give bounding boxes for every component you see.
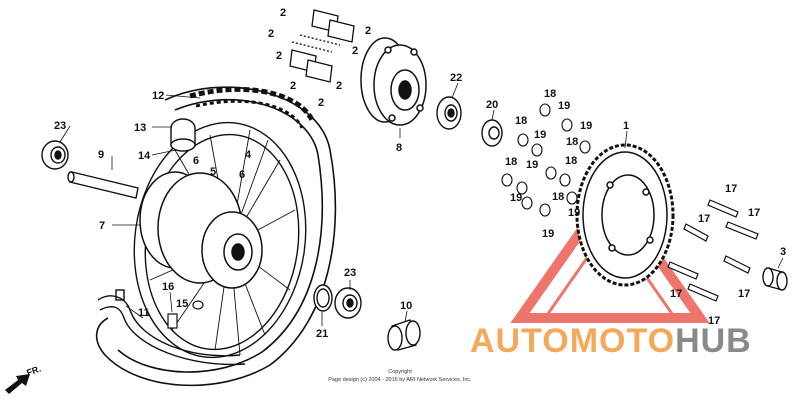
watermark-text: AUTOMOTOHUB: [470, 322, 752, 360]
callout-14: 14: [138, 150, 151, 162]
callout-20: 20: [486, 99, 498, 111]
bearing-left: [41, 140, 69, 170]
collar: [387, 319, 421, 351]
callout-10: 10: [400, 300, 412, 312]
callout-7: 7: [99, 220, 105, 232]
callout-9: 9: [98, 149, 104, 161]
rim-band: [97, 289, 246, 366]
callout-18-f: 18: [552, 191, 564, 203]
callout-6-b: 6: [239, 169, 245, 181]
callout-17-a: 17: [725, 183, 737, 195]
seal-and-bearing-lower: [313, 284, 362, 319]
callout-2-d: 2: [352, 45, 358, 57]
callout-19-c: 19: [580, 120, 592, 132]
callout-22: 22: [450, 72, 462, 84]
callout-2-g: 2: [336, 80, 342, 92]
callout-16: 16: [162, 281, 174, 293]
watermark-part-2: HUB: [675, 322, 752, 360]
brake-drum-hub: [139, 171, 263, 289]
callout-12: 12: [152, 90, 164, 102]
callout-4: 4: [245, 149, 252, 161]
front-direction-arrow: [5, 374, 30, 394]
callout-19-d: 19: [526, 159, 538, 171]
callout-19-g: 19: [542, 228, 554, 240]
valve-cap: [170, 118, 196, 152]
tire: [95, 86, 337, 387]
callout-2-b: 2: [365, 25, 371, 37]
dampers: [289, 9, 355, 83]
callout-17-d: 17: [670, 288, 682, 300]
leader-lines: [59, 82, 784, 326]
copyright-line-2: Page design (c) 2004 - 2016 by ARI Netwo…: [328, 377, 472, 383]
callout-17-c: 17: [748, 207, 760, 219]
watermark-part-1: AUTOMOTO: [470, 322, 675, 360]
callout-5: 5: [210, 166, 216, 178]
sprocket-bolts: [667, 199, 759, 302]
front-direction-label: FR.: [25, 364, 42, 378]
callout-1: 1: [623, 120, 629, 132]
callout-6-a: 6: [193, 155, 199, 167]
oil-seal-20: [481, 119, 503, 147]
callout-18-b: 18: [515, 115, 527, 127]
callout-13: 13: [134, 122, 146, 134]
callout-2-c: 2: [268, 28, 274, 40]
callout-15: 15: [176, 298, 188, 310]
callout-17-b: 17: [698, 213, 710, 225]
callout-17-e: 17: [738, 288, 750, 300]
collar-3: [762, 267, 788, 291]
callout-2-e: 2: [276, 50, 282, 62]
callout-23-lower: 23: [344, 267, 356, 279]
callout-2-h: 2: [318, 97, 324, 109]
sprocket-flange: [360, 37, 427, 126]
driven-sprocket: [575, 143, 675, 287]
sprocket-nuts: [501, 103, 591, 217]
callout-3: 3: [780, 246, 786, 258]
callout-8: 8: [396, 142, 402, 154]
bearing-22: [436, 96, 462, 130]
spoke-nut: [167, 300, 204, 329]
callout-23-left: 23: [54, 120, 66, 132]
axle: [67, 171, 139, 199]
callout-2-f: 2: [290, 80, 296, 92]
callout-19-f: 19: [568, 207, 580, 219]
copyright-line-1: Copyright: [388, 369, 412, 375]
callout-19-b: 19: [534, 129, 546, 141]
callout-2-a: 2: [280, 7, 286, 19]
callout-11: 11: [138, 307, 150, 319]
callout-19-a: 19: [558, 100, 570, 112]
callout-18-a: 18: [544, 88, 556, 100]
callout-labels: 2 2 2 2 2 2 2 2 12 23 13 9 14 6 4 5 6 7 …: [54, 7, 786, 340]
callout-18-d: 18: [505, 156, 517, 168]
callout-18-c: 18: [566, 136, 578, 148]
callout-17-f: 17: [708, 315, 720, 327]
callout-18-e: 18: [565, 155, 577, 167]
callout-21: 21: [316, 328, 328, 340]
callout-19-e: 19: [510, 192, 522, 204]
